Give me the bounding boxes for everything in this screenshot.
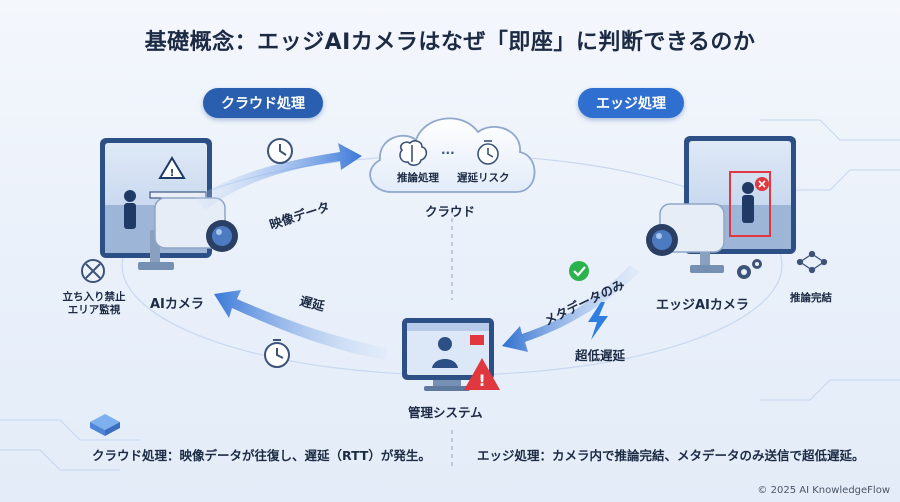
svg-text:!: !: [478, 371, 485, 390]
management-label: 管理システム: [408, 405, 483, 420]
edge-camera-icon: [646, 203, 725, 273]
latency-arrow: [214, 290, 388, 360]
edge-caption: エッジ処理：カメラ内で推論完結、メタデータのみ送信で超低遅延。: [477, 448, 865, 463]
brain-icon: [399, 140, 428, 166]
circuit-decoration: [0, 119, 900, 471]
check-icon: [569, 261, 589, 281]
lightning-icon: [588, 302, 608, 340]
cloud-caption: クラウド処理：映像データが往復し、遅延（RTT）が発生。: [92, 448, 431, 463]
ellipsis: ···: [441, 146, 455, 160]
inference-label: 推論処理: [397, 172, 439, 184]
gear-icon: [737, 259, 762, 279]
cloud-label: クラウド: [425, 204, 476, 219]
chip-icon: [90, 414, 120, 436]
svg-text:!: !: [170, 168, 175, 179]
ultra-low-latency-label: 超低遅延: [575, 348, 626, 363]
cloud-icon: [369, 117, 536, 193]
neural-network-icon: [796, 250, 828, 274]
inference-complete-label: 推論完結: [790, 292, 832, 304]
copyright: © 2025 AI KnowledgeFlow: [757, 485, 890, 496]
warning-sign-icon: [158, 156, 186, 179]
management-monitor-icon: [402, 318, 494, 391]
stopwatch-icon-cloud: [477, 140, 499, 165]
edge-camera-label: エッジAIカメラ: [656, 298, 749, 313]
zone-label-line1: 立ち入り禁止: [62, 291, 126, 303]
alert-icon: !: [464, 358, 500, 390]
cloud-processing-badge: クラウド処理: [203, 88, 323, 118]
no-entry-icon: [81, 259, 105, 283]
ai-camera-label: AIカメラ: [150, 297, 204, 312]
stopwatch-icon-bottom: [264, 339, 290, 368]
detection-box: [729, 171, 771, 237]
edge-processing-badge: エッジ処理: [578, 88, 684, 118]
left-camera-icon: [138, 197, 238, 270]
zone-label-line2: エリア監視: [67, 304, 121, 316]
clock-icon-top: [267, 138, 293, 164]
zone-label: 立ち入り禁止 エリア監視: [61, 291, 127, 317]
video-data-arrow: [195, 143, 362, 210]
metadata-arrow: [502, 265, 640, 352]
latency-risk-label: 遅延リスク: [457, 172, 510, 184]
page-title: 基礎概念：エッジAIカメラはなぜ「即座」に判断できるのか: [144, 30, 756, 55]
